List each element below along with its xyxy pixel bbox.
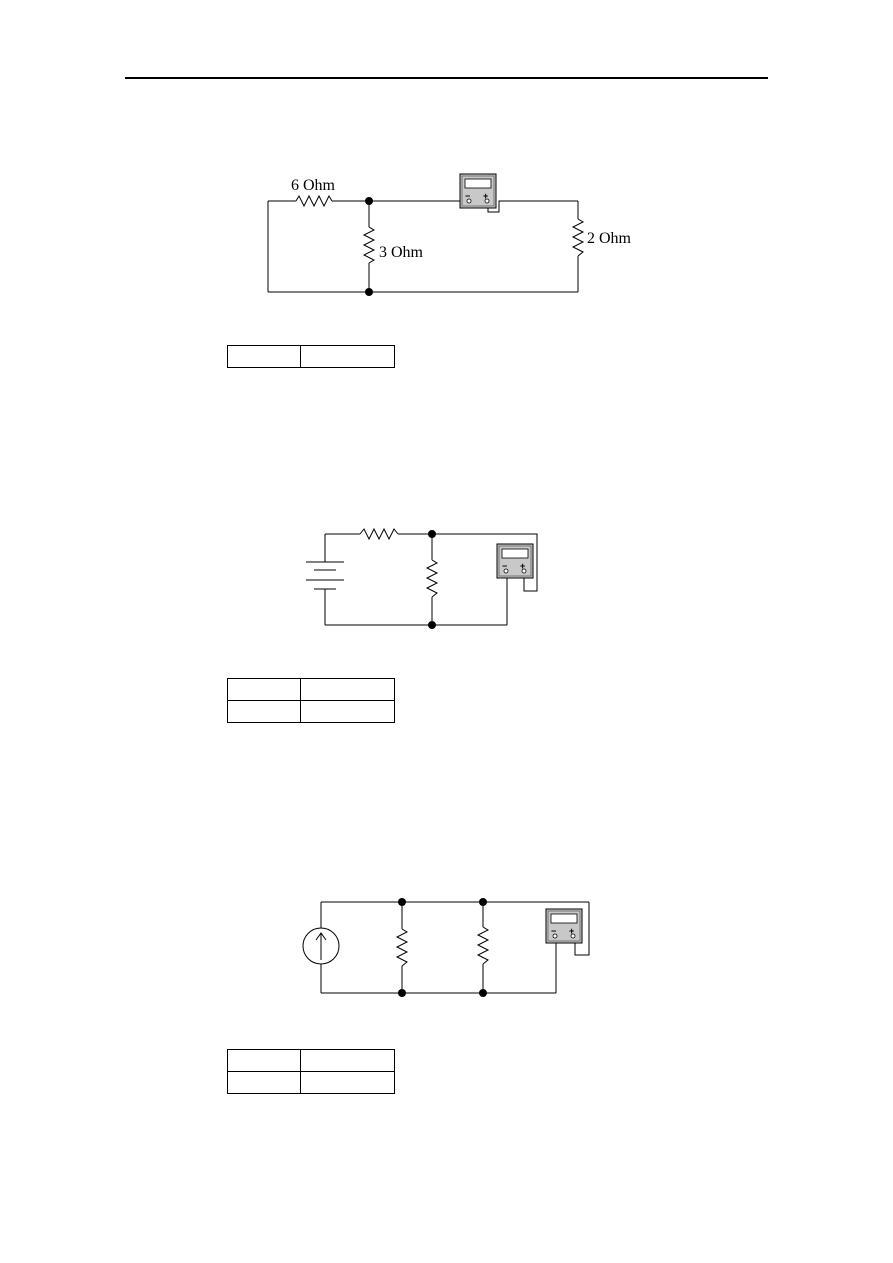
table-cell[interactable] xyxy=(300,345,395,368)
table-cell[interactable] xyxy=(300,700,395,723)
resistor-shunt xyxy=(425,559,439,598)
node-dot xyxy=(365,197,373,205)
node-dot xyxy=(428,530,436,538)
node-dot xyxy=(428,621,436,629)
table-row xyxy=(227,1071,395,1094)
table-row xyxy=(227,678,395,701)
table-cell[interactable] xyxy=(300,1049,395,1072)
table-cell[interactable] xyxy=(227,700,301,723)
meter-plus: + xyxy=(520,561,525,571)
resistor-parallel-2 xyxy=(476,926,490,965)
resistor-series xyxy=(359,527,399,541)
table-row xyxy=(227,345,395,368)
table-cell[interactable] xyxy=(300,1071,395,1094)
resistor-parallel-1 xyxy=(395,928,409,967)
meter-minus: − xyxy=(502,561,507,571)
label-3-ohm: 3 Ohm xyxy=(379,244,424,261)
result-table-3 xyxy=(227,1049,395,1094)
meter-minus: − xyxy=(465,191,470,201)
node-dot xyxy=(365,288,373,296)
result-table-1 xyxy=(227,345,395,368)
table-row xyxy=(227,1049,395,1072)
circuit-2 xyxy=(306,527,538,626)
result-table-2 xyxy=(227,678,395,723)
circuit-3 xyxy=(302,901,590,994)
table-cell[interactable] xyxy=(227,678,301,701)
table-cell[interactable] xyxy=(300,678,395,701)
meter-plus: + xyxy=(483,191,488,201)
node-dot xyxy=(479,898,487,906)
resistor-2-ohm xyxy=(571,218,585,257)
label-2-ohm: 2 Ohm xyxy=(587,230,632,247)
table-row xyxy=(227,700,395,723)
node-dot xyxy=(479,989,487,997)
header-rule xyxy=(125,77,768,79)
node-dot xyxy=(398,989,406,997)
table-cell[interactable] xyxy=(227,345,301,368)
label-6-ohm: 6 Ohm xyxy=(291,177,336,194)
resistor-3-ohm xyxy=(362,226,376,264)
table-cell[interactable] xyxy=(227,1071,301,1094)
node-dot xyxy=(398,898,406,906)
resistor-6-ohm xyxy=(295,194,333,208)
circuit-1 xyxy=(267,194,585,293)
table-cell[interactable] xyxy=(227,1049,301,1072)
meter-plus: + xyxy=(569,926,574,936)
meter-minus: − xyxy=(551,926,556,936)
